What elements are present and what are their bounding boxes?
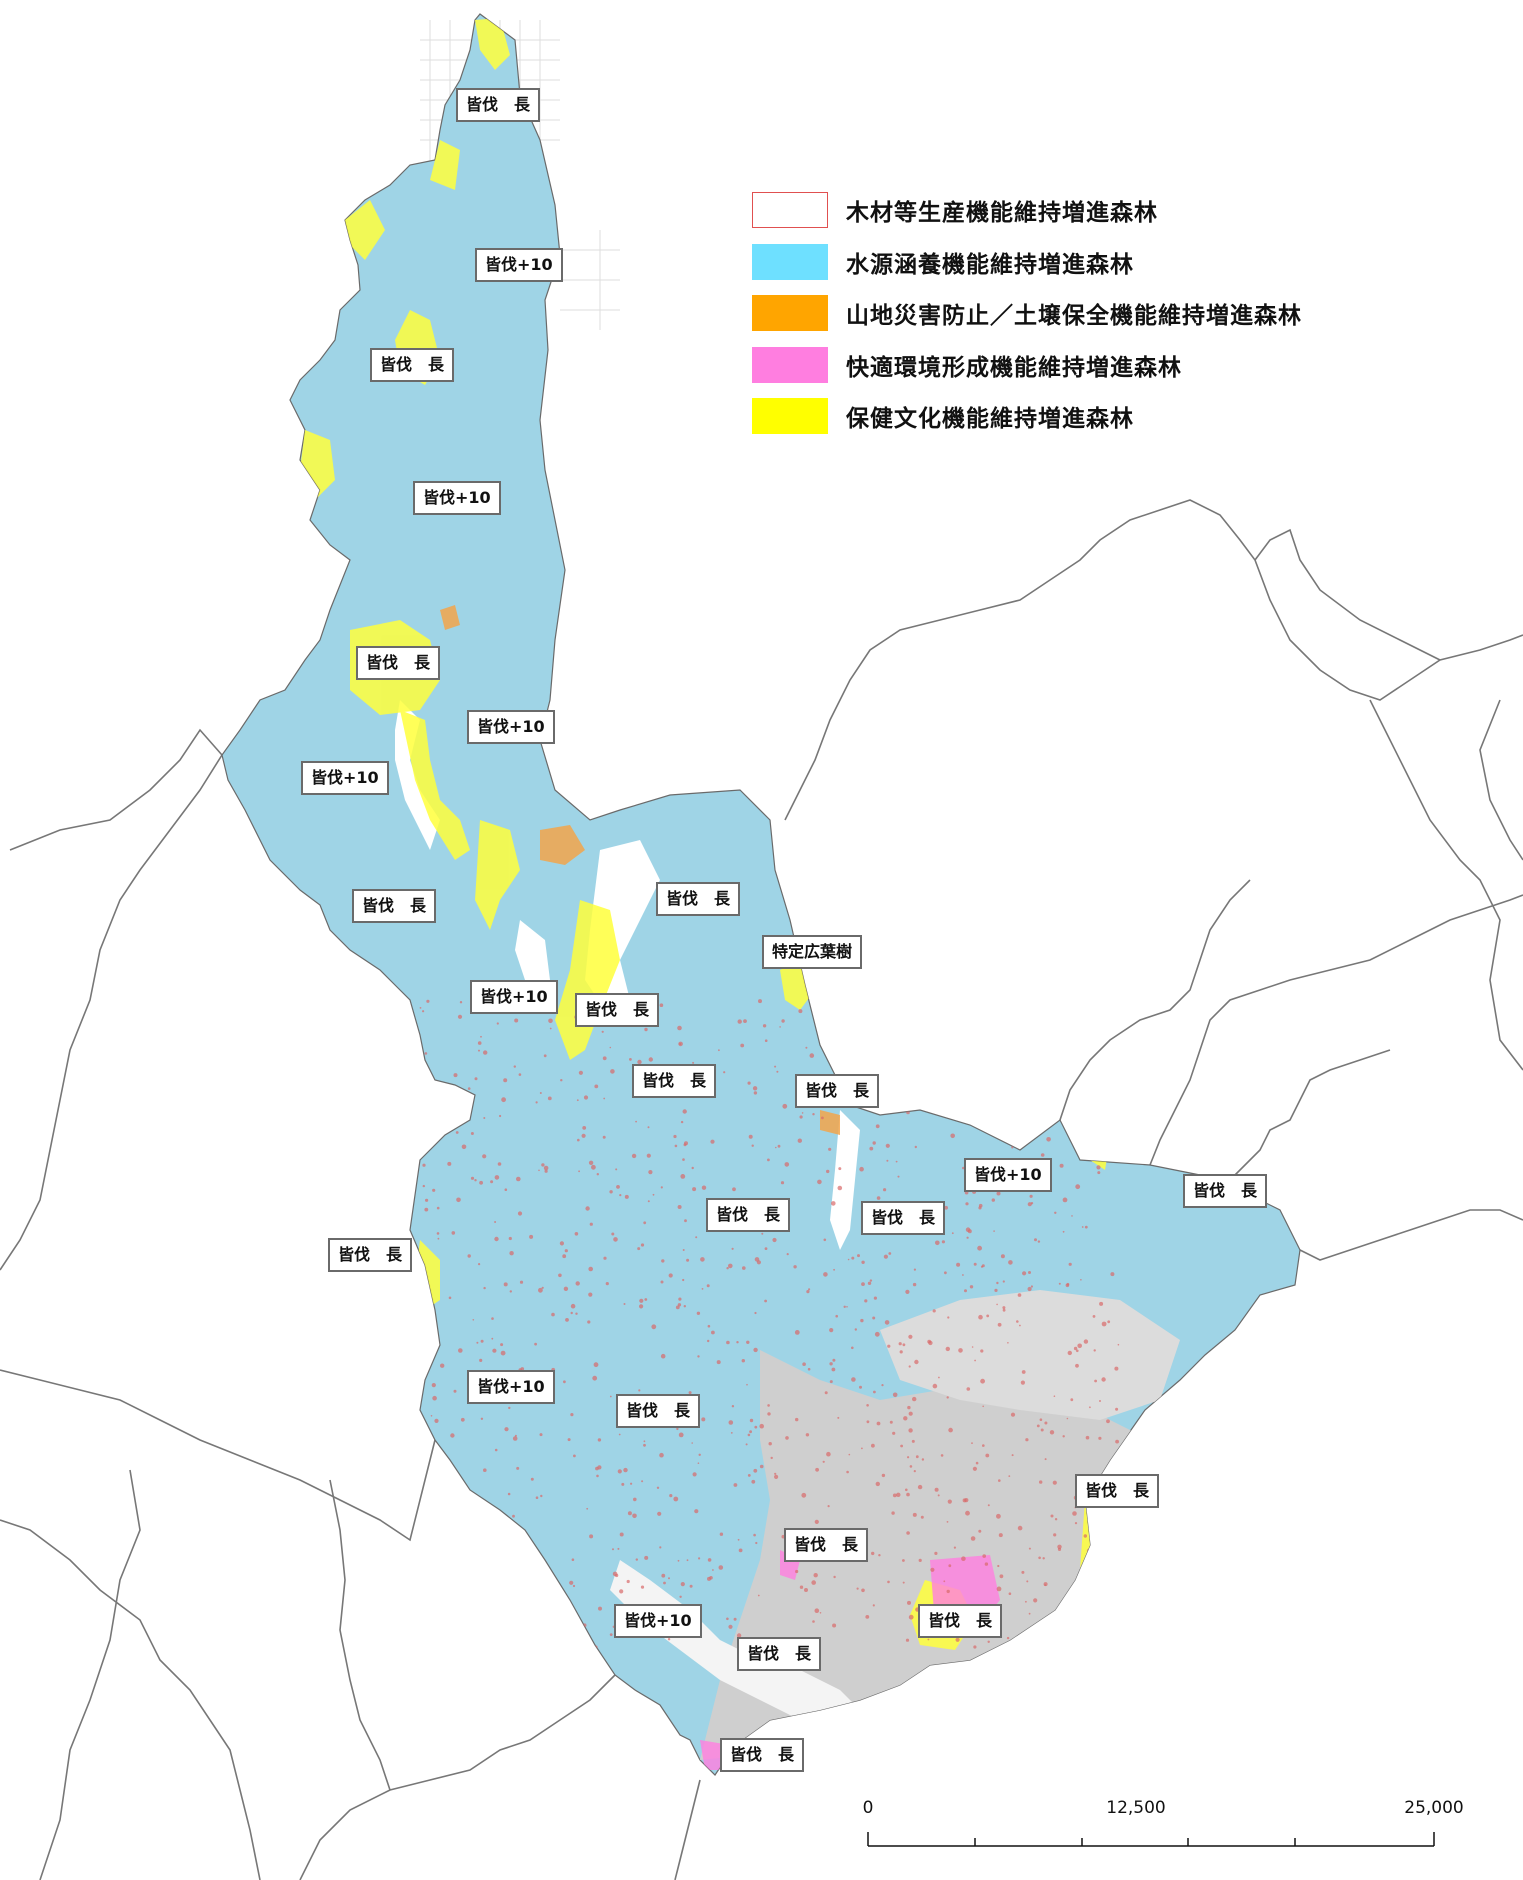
legend-swatch-timber — [752, 192, 828, 228]
map-label: 皆伐 長 — [328, 1238, 413, 1272]
map-label: 皆伐+10 — [964, 1158, 1052, 1192]
legend-label: 水源涵養機能維持増進森林 — [846, 251, 1134, 278]
scale-bar: 0 12,500 25,000 — [863, 1798, 1464, 1858]
legend-label: 快適環境形成機能維持増進森林 — [846, 354, 1182, 381]
map-label: 皆伐 長 — [861, 1201, 946, 1235]
legend-swatch-comfort — [752, 346, 828, 383]
legend-label: 木材等生産機能維持増進森林 — [846, 200, 1158, 226]
map-label: 皆伐 長 — [352, 889, 437, 923]
map-label: 皆伐 長 — [706, 1198, 791, 1232]
map-label: 皆伐 長 — [656, 882, 741, 916]
legend-item-timber: 木材等生産機能維持増進森林 — [752, 190, 1302, 230]
map-label: 皆伐 長 — [616, 1394, 701, 1428]
map-label: 皆伐+10 — [413, 481, 501, 515]
legend-item-health: 保健文化機能維持増進森林 — [752, 396, 1302, 436]
legend-swatch-health — [752, 398, 828, 434]
map-label: 皆伐 長 — [356, 646, 441, 680]
legend-label: 保健文化機能維持増進森林 — [846, 406, 1134, 432]
legend-label: 山地災害防止／土壌保全機能維持増進森林 — [846, 303, 1302, 329]
map-label: 皆伐+10 — [301, 761, 389, 795]
map-label: 皆伐 長 — [575, 993, 660, 1027]
map-label: 皆伐+10 — [475, 248, 563, 282]
map-label: 皆伐 長 — [737, 1637, 822, 1671]
map-label: 皆伐+10 — [470, 980, 558, 1014]
legend-swatch-disaster — [752, 295, 828, 331]
map-label: 皆伐+10 — [467, 1370, 555, 1404]
scale-tick-label: 12,500 — [1106, 1798, 1166, 1818]
legend-item-disaster: 山地災害防止／土壌保全機能維持増進森林 — [752, 293, 1302, 333]
map-label: 皆伐 長 — [784, 1528, 869, 1562]
map-label: 皆伐 長 — [918, 1604, 1003, 1638]
scale-tick-label: 25,000 — [1404, 1798, 1464, 1818]
map-label: 皆伐 長 — [1075, 1474, 1160, 1508]
surrounding-boundaries — [0, 499, 1523, 1880]
map-label: 皆伐+10 — [467, 710, 555, 744]
map-label: 特定広葉樹 — [762, 935, 863, 969]
legend-item-comfort: 快適環境形成機能維持増進森林 — [752, 345, 1302, 385]
map-label: 皆伐+10 — [614, 1604, 702, 1638]
legend: 木材等生産機能維持増進森林 水源涵養機能維持増進森林 山地災害防止／土壌保全機能… — [752, 190, 1302, 448]
map-label: 皆伐 長 — [1183, 1174, 1268, 1208]
legend-swatch-water — [752, 243, 828, 280]
map-label: 皆伐 長 — [456, 88, 541, 122]
map-label: 皆伐 長 — [720, 1738, 805, 1772]
scale-tick-label: 0 — [862, 1798, 874, 1818]
map-label: 皆伐 長 — [370, 348, 455, 382]
legend-item-water: 水源涵養機能維持増進森林 — [752, 242, 1302, 282]
scale-bar-line — [867, 1832, 1435, 1847]
map-label: 皆伐 長 — [795, 1074, 880, 1108]
map-label: 皆伐 長 — [632, 1064, 717, 1098]
